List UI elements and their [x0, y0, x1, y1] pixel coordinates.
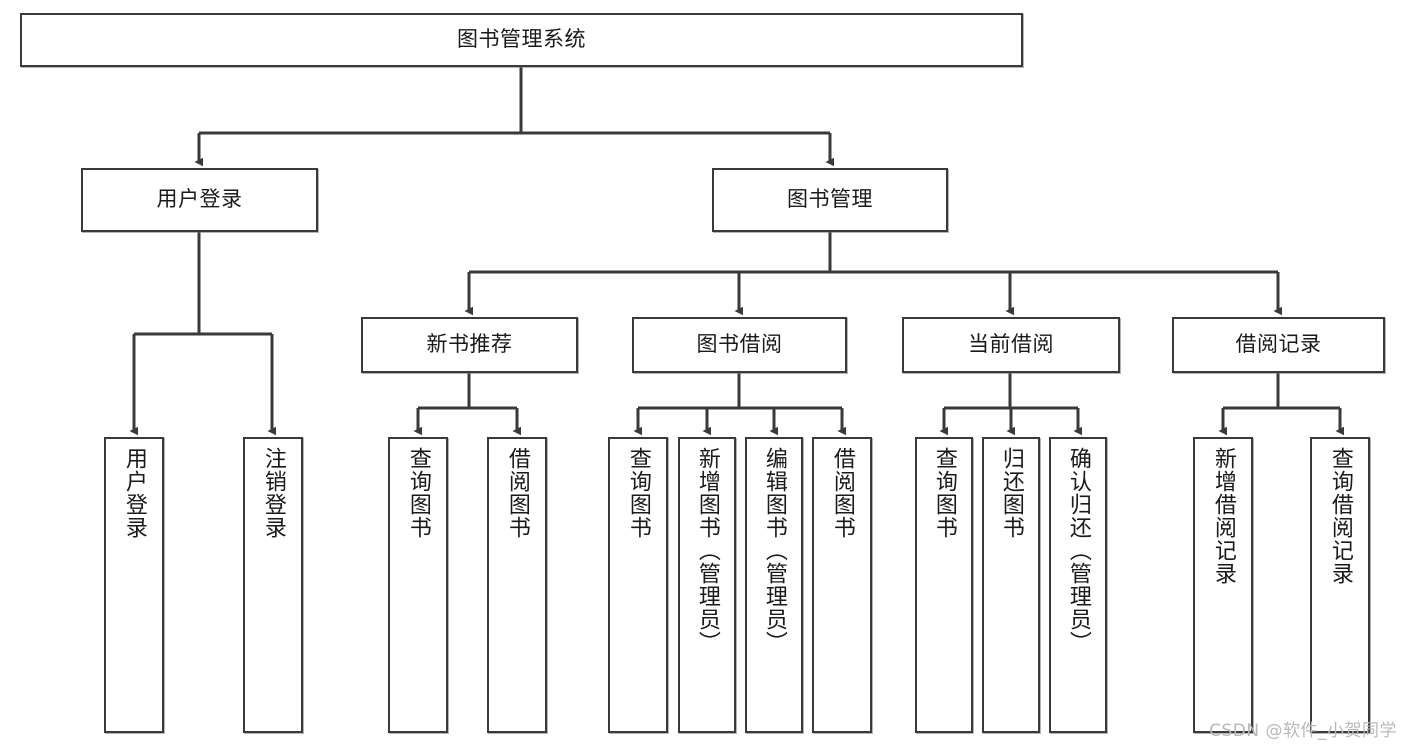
node-current-borrow-label: 当前借阅: [968, 332, 1054, 357]
node-new-book-recommend[interactable]: 新书推荐: [361, 317, 578, 373]
leaf-logout[interactable]: 注销登录: [243, 437, 303, 733]
leaf-borrow-book[interactable]: 借阅图书: [812, 437, 872, 733]
node-root-label: 图书管理系统: [457, 27, 586, 52]
leaf-add-borrow-record[interactable]: 新增借阅记录: [1193, 437, 1253, 733]
leaf-query-book-borrow[interactable]: 查询图书: [608, 437, 668, 733]
node-new-book-recommend-label: 新书推荐: [426, 332, 513, 357]
leaf-query-borrow-record-label: 查询借阅记录: [1327, 447, 1353, 585]
leaf-query-book-newbook[interactable]: 查询图书: [388, 437, 448, 733]
node-root[interactable]: 图书管理系统: [20, 13, 1023, 67]
node-user-login[interactable]: 用户登录: [81, 168, 318, 232]
leaf-query-book-current-label: 查询图书: [931, 447, 957, 539]
leaf-edit-book-admin[interactable]: 编辑图书（管理员）: [745, 437, 803, 733]
node-borrow-records[interactable]: 借阅记录: [1172, 317, 1385, 373]
node-book-management[interactable]: 图书管理: [712, 168, 948, 232]
node-book-borrow-label: 图书借阅: [696, 332, 783, 357]
leaf-add-book-admin-label: 新增图书（管理员）: [694, 447, 720, 654]
leaf-query-book-borrow-label: 查询图书: [625, 447, 651, 539]
node-book-management-label: 图书管理: [787, 187, 873, 212]
leaf-add-book-admin[interactable]: 新增图书（管理员）: [678, 437, 736, 733]
leaf-return-book[interactable]: 归还图书: [982, 437, 1040, 733]
node-borrow-records-label: 借阅记录: [1235, 332, 1322, 357]
leaf-add-borrow-record-label: 新增借阅记录: [1210, 447, 1236, 585]
leaf-query-book-current[interactable]: 查询图书: [915, 437, 973, 733]
leaf-borrow-book-newbook[interactable]: 借阅图书: [487, 437, 547, 733]
leaf-confirm-return-admin-label: 确认归还（管理员）: [1065, 447, 1091, 654]
leaf-user-login-label: 用户登录: [121, 447, 147, 539]
node-user-login-label: 用户登录: [156, 187, 243, 212]
watermark-text: CSDN @软件_小贺同学: [1209, 721, 1397, 741]
node-current-borrow[interactable]: 当前借阅: [902, 317, 1120, 373]
leaf-borrow-book-newbook-label: 借阅图书: [504, 447, 530, 539]
node-book-borrow[interactable]: 图书借阅: [632, 317, 847, 373]
leaf-user-login[interactable]: 用户登录: [104, 437, 164, 733]
leaf-return-book-label: 归还图书: [998, 447, 1024, 539]
leaf-borrow-book-label: 借阅图书: [829, 447, 855, 539]
leaf-query-borrow-record[interactable]: 查询借阅记录: [1310, 437, 1370, 733]
leaf-query-book-newbook-label: 查询图书: [405, 447, 431, 539]
leaf-logout-label: 注销登录: [260, 447, 286, 539]
leaf-edit-book-admin-label: 编辑图书（管理员）: [761, 447, 787, 654]
leaf-confirm-return-admin[interactable]: 确认归还（管理员）: [1049, 437, 1107, 733]
